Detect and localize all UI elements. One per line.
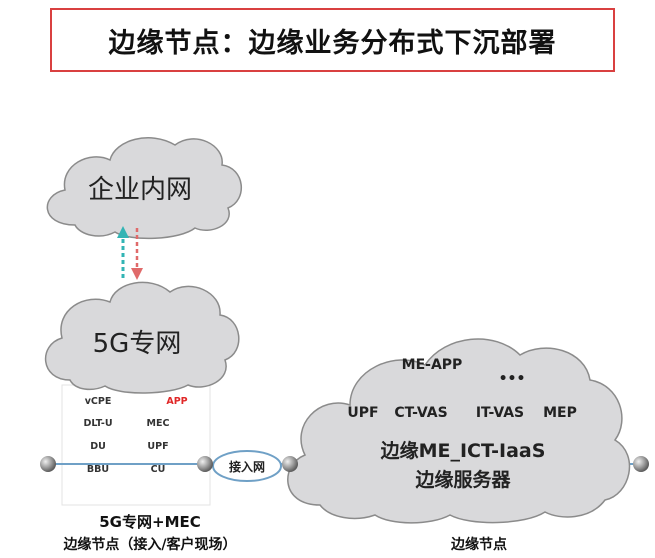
bidirectional-arrows: [117, 226, 143, 280]
edge-ict-iaas-label: 边缘ME_ICT-IaaS: [380, 440, 546, 462]
edge-row-item: IT-VAS: [476, 405, 524, 421]
access-network-label: 接入网: [229, 459, 265, 474]
server-item-app: APP: [166, 396, 187, 407]
access-network: 接入网: [212, 450, 282, 482]
page-title: 边缘节点：边缘业务分布式下沉部署: [108, 27, 557, 59]
up-arrow-head: [117, 226, 129, 238]
private-5g-cloud: 5G专网: [45, 281, 240, 394]
down-arrow-head: [131, 268, 143, 280]
node-sphere-left: [40, 456, 56, 472]
enterprise-cloud-label: 企业内网: [88, 175, 192, 205]
server-item: DLT-U: [83, 418, 112, 429]
private-5g-cloud-label: 5G专网: [93, 329, 182, 359]
server-item: vCPE: [85, 396, 112, 407]
server-item-column-right: APP MEC UPF CU: [147, 396, 188, 475]
bottom-label-left-line2: 边缘节点（接入/客户现场）: [62, 536, 236, 553]
node-sphere-access: [282, 456, 298, 472]
server-item: CU: [151, 464, 166, 475]
edge-server-label: 边缘服务器: [414, 468, 511, 491]
server-item: MEC: [147, 418, 170, 429]
edge-cloud: ME-APP ••• UPF CT-VAS IT-VAS MEP 边缘ME_IC…: [287, 338, 631, 524]
server-item: DU: [90, 441, 106, 452]
server-item-column-left: vCPE DLT-U DU BBU: [83, 396, 112, 475]
title-box: 边缘节点：边缘业务分布式下沉部署: [50, 8, 615, 72]
edge-row-item: UPF: [347, 405, 378, 421]
bottom-label-right: 边缘节点: [450, 536, 507, 553]
bottom-label-left-line1: 5G专网+MEC: [99, 513, 201, 531]
server-item: BBU: [87, 464, 109, 475]
enterprise-cloud: 企业内网: [46, 137, 243, 240]
server-rack-box: [61, 384, 211, 506]
node-sphere-server: [197, 456, 213, 472]
access-network-ellipse: [212, 450, 282, 482]
node-sphere-right: [633, 456, 649, 472]
edge-me-app-label: ME-APP: [402, 357, 463, 373]
edge-row-item: MEP: [543, 405, 577, 421]
edge-row-item: CT-VAS: [394, 405, 447, 421]
server-item: UPF: [147, 441, 168, 452]
edge-ellipsis: •••: [499, 371, 526, 387]
